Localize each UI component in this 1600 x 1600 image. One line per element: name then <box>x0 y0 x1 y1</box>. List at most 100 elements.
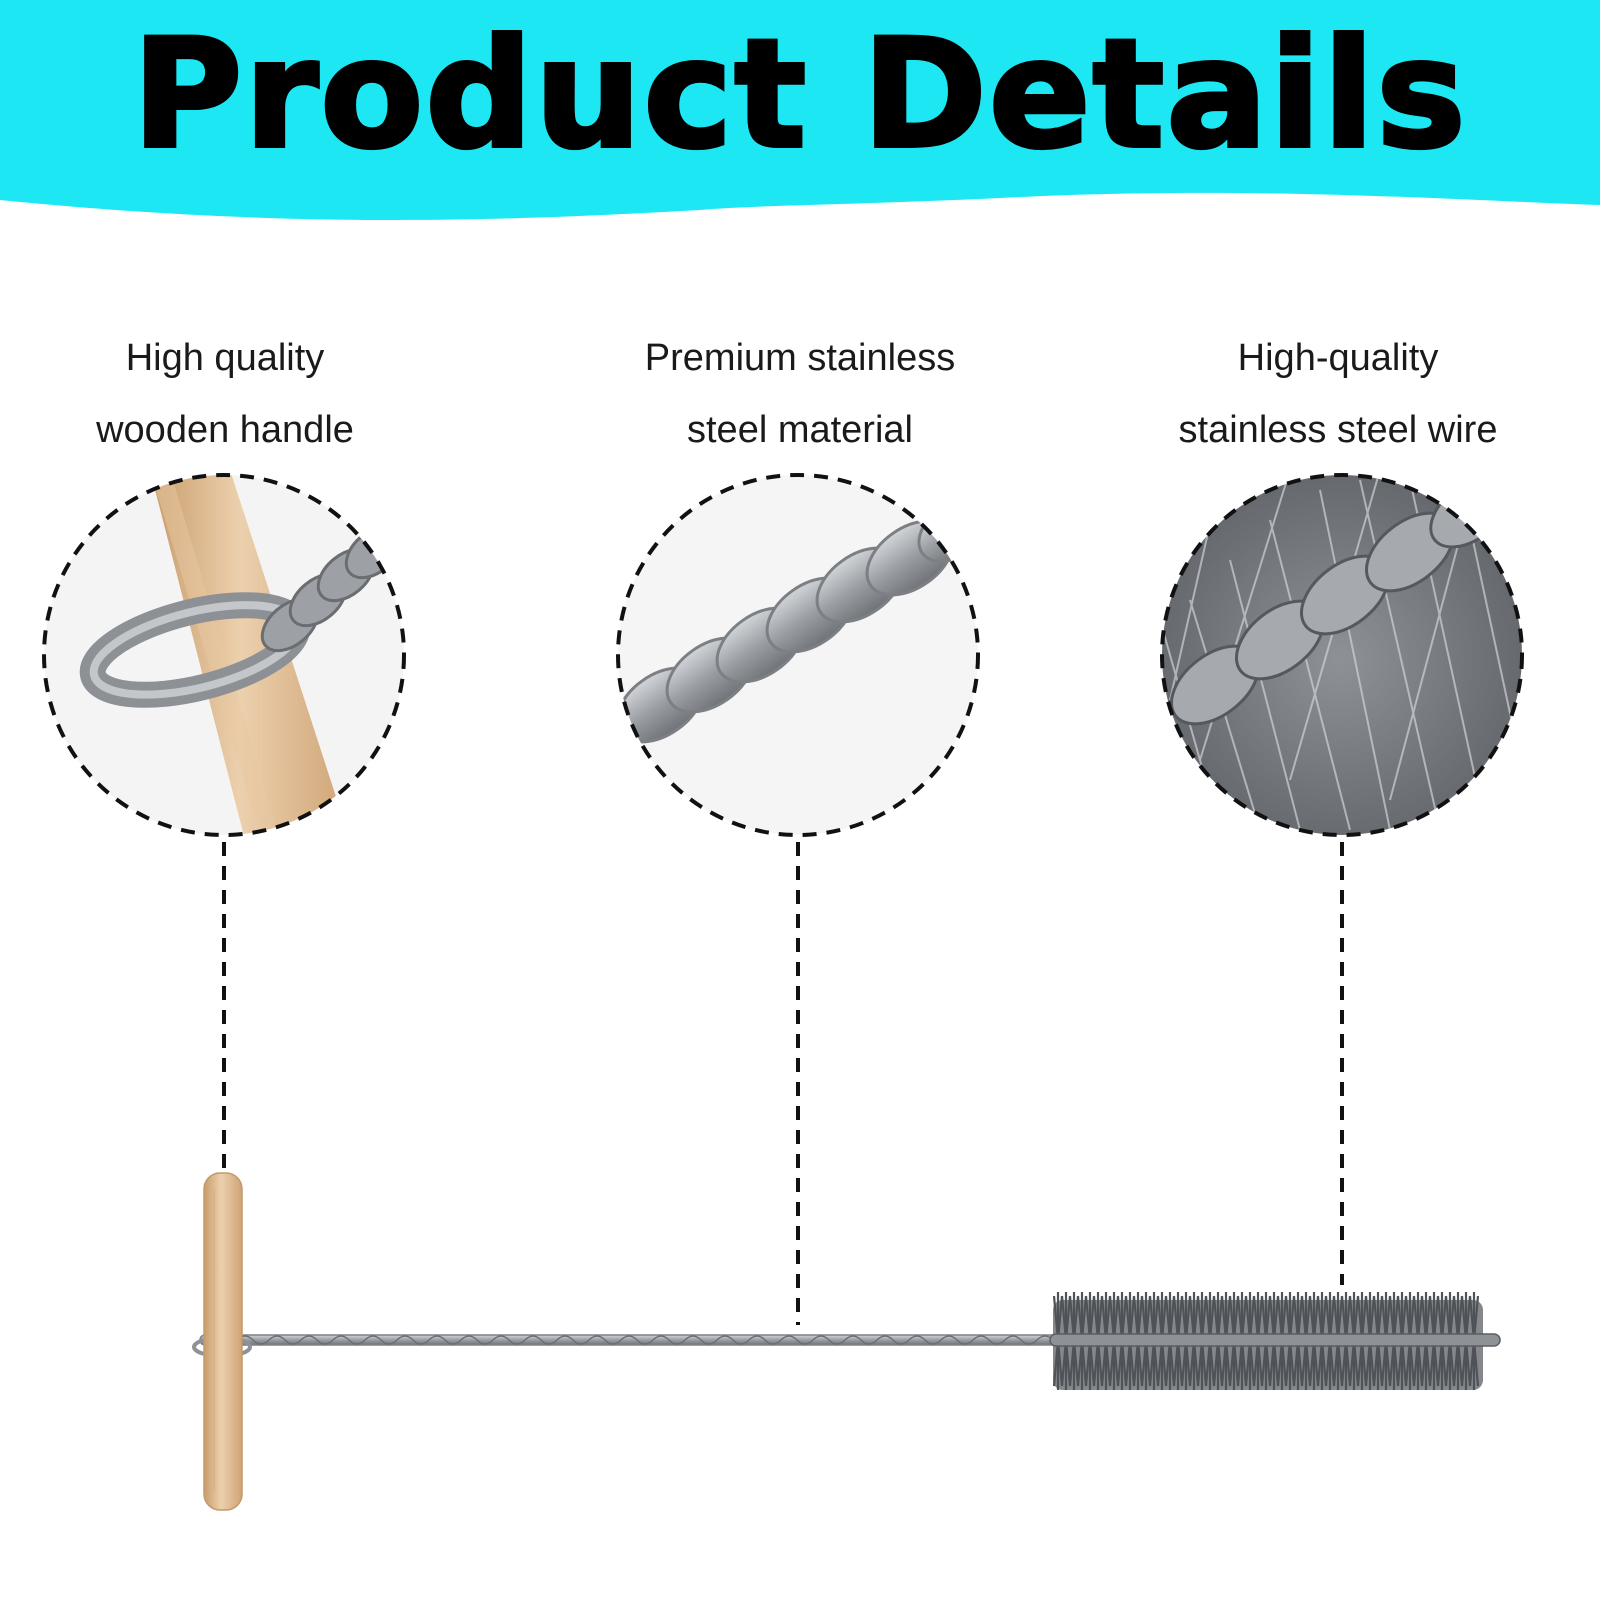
bristle-strand <box>1096 1295 1104 1341</box>
bristle-strand <box>1432 1339 1440 1387</box>
bristle-strand <box>1304 1295 1312 1341</box>
header-banner <box>0 0 1600 220</box>
bristle-strand <box>1464 1339 1472 1387</box>
bristle-strand <box>1464 1295 1472 1341</box>
bristle-strand <box>1184 1339 1192 1387</box>
bristle-strand <box>1144 1295 1152 1341</box>
feature-caption-line: stainless steel wire <box>1178 409 1498 451</box>
bristle-strand <box>1136 1295 1144 1341</box>
bristle-strand <box>1400 1339 1408 1387</box>
bristle-strand <box>1080 1295 1088 1341</box>
feature-caption-line: High-quality <box>1237 337 1439 379</box>
bristle-strand <box>1304 1339 1312 1387</box>
bristle-strand <box>1456 1295 1464 1341</box>
bristle-strand <box>1112 1295 1120 1341</box>
bristle-strand <box>1208 1339 1216 1387</box>
bristle-strand <box>1440 1295 1448 1341</box>
bristle-strand <box>1312 1339 1320 1387</box>
bristle-strand <box>1320 1295 1328 1341</box>
bristle-strand <box>1312 1295 1320 1341</box>
bristle-strand <box>1168 1295 1176 1341</box>
bristle-strand <box>1472 1339 1480 1387</box>
bristle-strand <box>1104 1339 1112 1387</box>
bristle-strand <box>1264 1295 1272 1341</box>
bristle-strand <box>1224 1339 1232 1387</box>
bristle-strand <box>1256 1339 1264 1387</box>
bristle-strand <box>1080 1339 1088 1387</box>
bristle-strand <box>1064 1339 1072 1387</box>
bristle-strand <box>1440 1339 1448 1387</box>
bristle-strand <box>1136 1339 1144 1387</box>
bristle-strand <box>1144 1339 1152 1387</box>
bristle-strand <box>1152 1295 1160 1341</box>
bristle-strand <box>1280 1339 1288 1387</box>
banner-wave <box>0 0 1600 220</box>
bristle-strand <box>1240 1339 1248 1387</box>
feature-caption-wire: High-quality stainless steel wire <box>1118 322 1558 466</box>
bristle-strand <box>1120 1295 1128 1341</box>
bristle-strand <box>1264 1339 1272 1387</box>
bristle-strand <box>1360 1295 1368 1341</box>
bristle-strand <box>1232 1295 1240 1341</box>
bristle-strand <box>1232 1339 1240 1387</box>
bristle-strand <box>1216 1339 1224 1387</box>
bristle-strand <box>1160 1295 1168 1341</box>
bristle-strand <box>1224 1295 1232 1341</box>
bristle-strand <box>1064 1295 1072 1341</box>
bristle-strand <box>1448 1339 1456 1387</box>
bristle-strand <box>1272 1339 1280 1387</box>
bristle-strand <box>1056 1295 1064 1341</box>
bristle-strand <box>1192 1339 1200 1387</box>
feature-caption-line: High quality <box>125 337 325 379</box>
bristle-strand <box>1072 1339 1080 1387</box>
bristle-strand <box>1376 1295 1384 1341</box>
bristle-strand <box>1448 1295 1456 1341</box>
bristle-strand <box>1200 1339 1208 1387</box>
bristle-strand <box>1192 1295 1200 1341</box>
bristle-strand <box>1376 1339 1384 1387</box>
twisted-steel-shaft-closeup-icon <box>616 473 980 837</box>
steel-bristles-closeup-icon <box>1160 473 1524 837</box>
bristle-strand <box>1272 1295 1280 1341</box>
feature-caption-line: wooden handle <box>96 409 354 451</box>
feature-caption-line: steel material <box>687 409 913 451</box>
bristle-strand <box>1288 1295 1296 1341</box>
bristle-strand <box>1344 1339 1352 1387</box>
bristle-strand <box>1416 1339 1424 1387</box>
bristle-strand <box>1128 1295 1136 1341</box>
feature-caption-handle: High quality wooden handle <box>5 322 445 466</box>
bristle-strand <box>1128 1339 1136 1387</box>
bristle-strand <box>1424 1339 1432 1387</box>
bristle-strand <box>1424 1295 1432 1341</box>
bristle-strand <box>1280 1295 1288 1341</box>
bristle-strand <box>1160 1339 1168 1387</box>
bristle-strand <box>1200 1295 1208 1341</box>
bristle-strand <box>1096 1339 1104 1387</box>
bristle-strand <box>1384 1295 1392 1341</box>
bristle-strand <box>1168 1339 1176 1387</box>
bristle-strand <box>1344 1295 1352 1341</box>
bristle-strand <box>1112 1339 1120 1387</box>
bristle-strand <box>1360 1339 1368 1387</box>
bristle-strand <box>1240 1295 1248 1341</box>
page-title: Product Details <box>130 8 1468 182</box>
bristle-strand <box>1296 1295 1304 1341</box>
bristle-strand <box>1336 1339 1344 1387</box>
feature-caption-line: Premium stainless <box>644 337 956 379</box>
bristle-strand <box>1088 1295 1096 1341</box>
bristle-strand <box>1248 1295 1256 1341</box>
bristle-strand <box>1120 1339 1128 1387</box>
bristle-strand <box>1072 1295 1080 1341</box>
feature-caption-material: Premium stainless steel material <box>580 322 1020 466</box>
bristle-strand <box>1296 1339 1304 1387</box>
bristle-strand <box>1216 1295 1224 1341</box>
bristle-strand <box>1384 1339 1392 1387</box>
bristle-strand <box>1328 1295 1336 1341</box>
bristle-strand <box>1328 1339 1336 1387</box>
bristle-strand <box>1288 1339 1296 1387</box>
bristle-strand <box>1352 1295 1360 1341</box>
bristle-strand <box>1208 1295 1216 1341</box>
bristle-strand <box>1152 1339 1160 1387</box>
